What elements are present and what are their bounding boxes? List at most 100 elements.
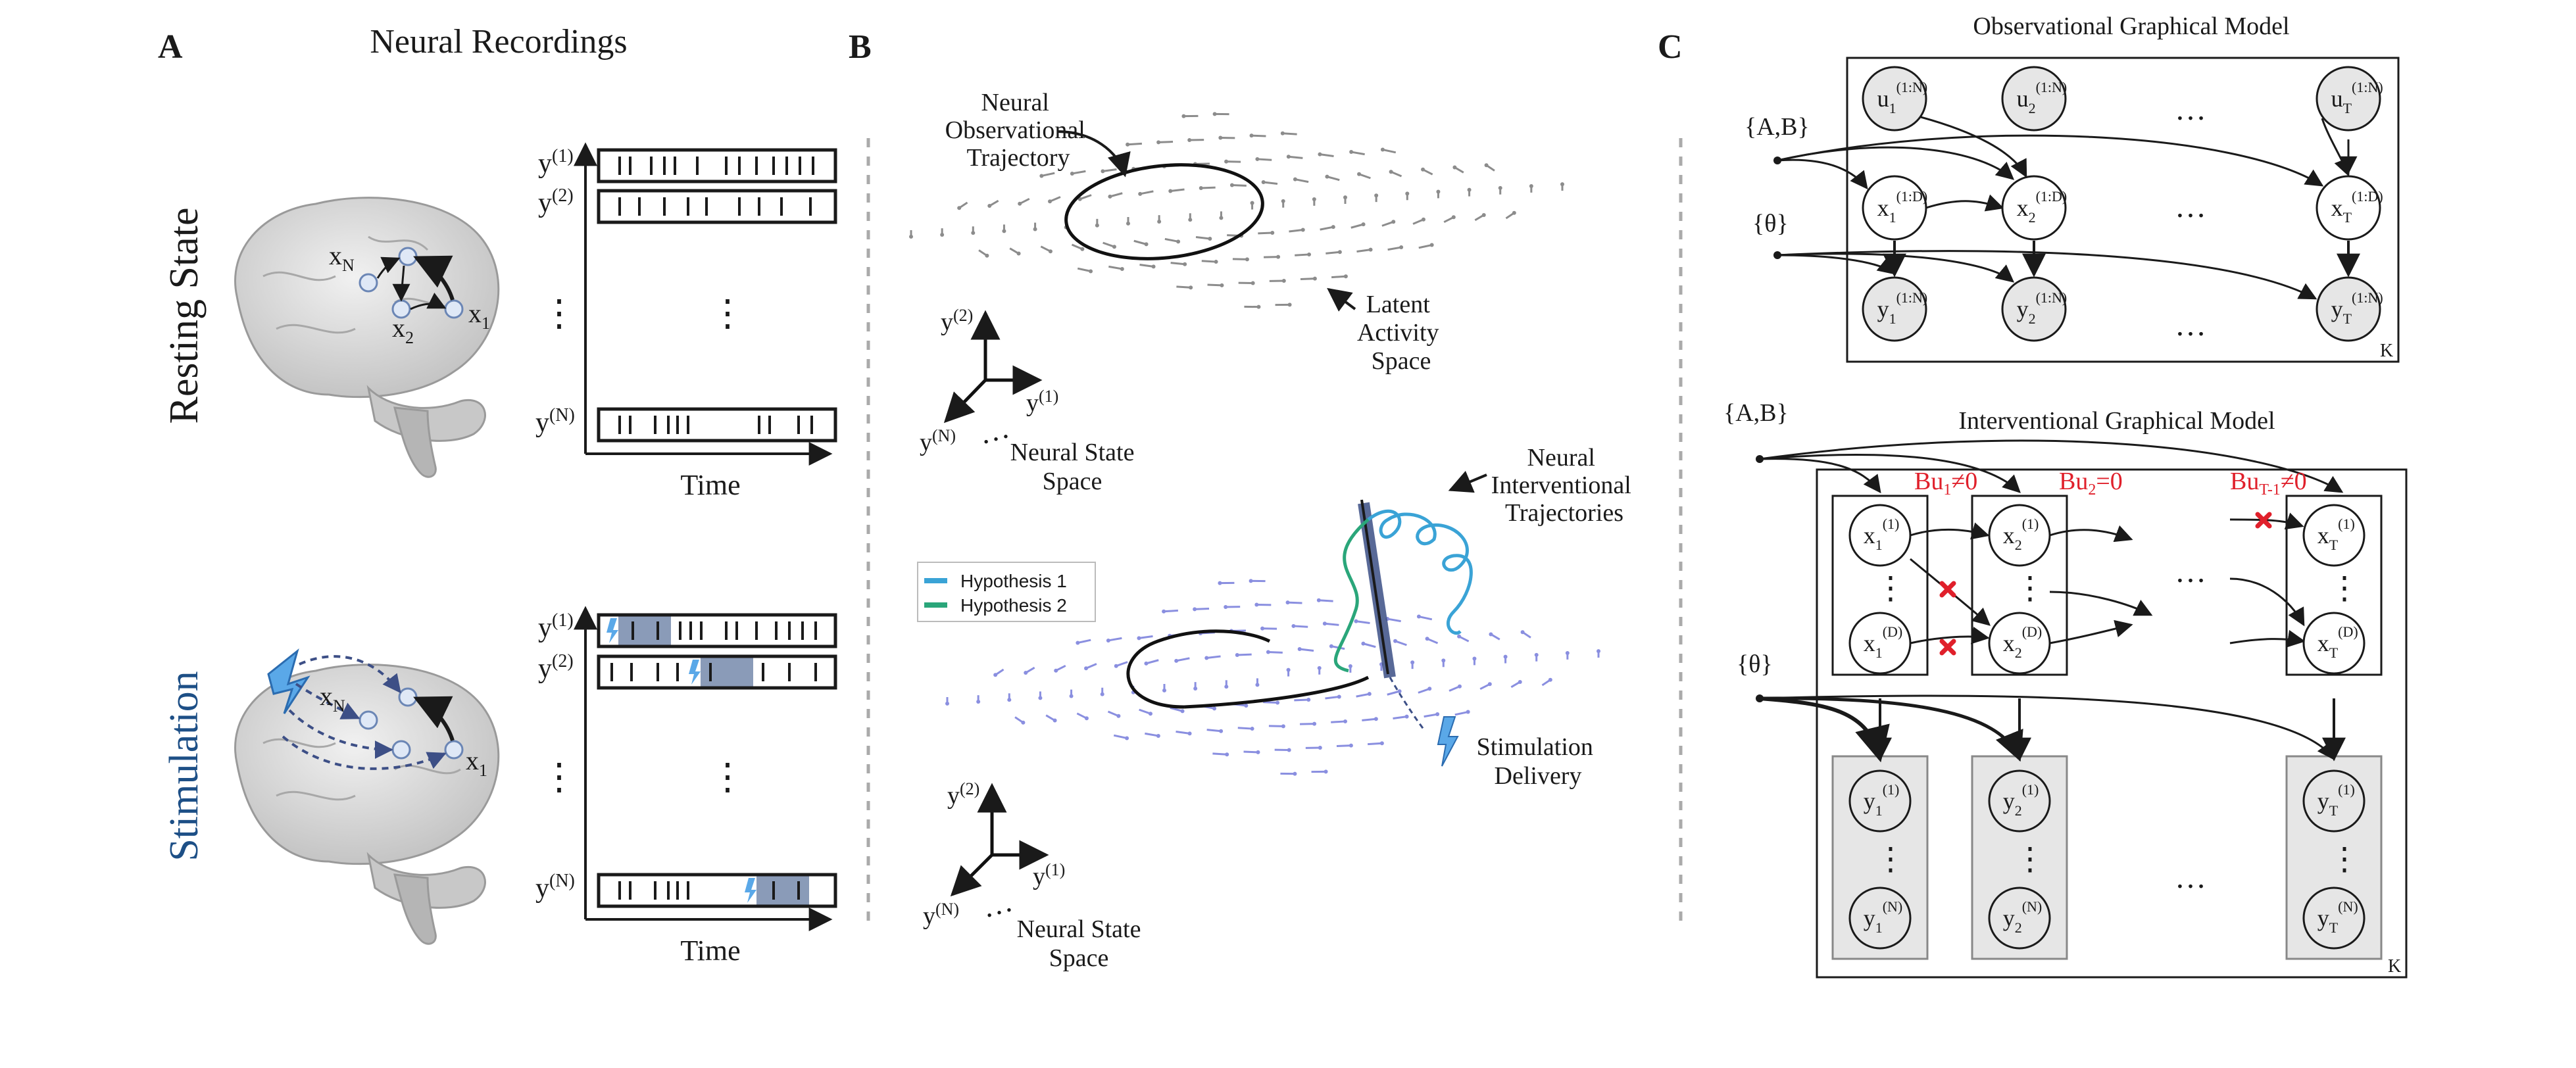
graph-node-label: yT(N)	[2317, 898, 2358, 936]
field-arrow-head	[1249, 134, 1254, 138]
field-arrow	[1251, 134, 1266, 137]
stim-window	[618, 615, 671, 646]
field-arrow-head	[1548, 677, 1552, 682]
field-arrow-head	[1162, 688, 1166, 692]
field-arrow-head	[1481, 212, 1486, 217]
node-label-xn-stim: x	[320, 681, 333, 711]
field-arrow	[1139, 708, 1151, 715]
field-arrow-head	[1312, 721, 1317, 726]
field-arrow-head	[1021, 720, 1026, 725]
field-arrow-head	[1080, 247, 1085, 251]
node-sub-x1: 1	[482, 314, 490, 333]
field-arrow-head	[1307, 252, 1312, 256]
channel-label-n-stim: y(N)	[535, 871, 575, 904]
field-arrow	[1293, 625, 1308, 628]
graph-edge	[2229, 629, 2306, 648]
field-arrow	[1201, 260, 1216, 263]
graph-node-label: x2(1:D)	[2017, 188, 2068, 226]
svg-text:y(N): y(N)	[923, 900, 959, 930]
field-arrow-head	[1225, 752, 1229, 757]
field-arrow-head	[1472, 656, 1477, 661]
field-arrow-head	[1457, 634, 1462, 639]
field-arrow	[1195, 236, 1210, 240]
field-arrow	[1350, 223, 1364, 229]
field-arrow-head	[1101, 169, 1105, 174]
field-arrow-head	[1048, 199, 1053, 204]
field-arrow-head	[1318, 152, 1322, 157]
field-arrow	[1146, 659, 1159, 665]
graph-node	[2302, 886, 2365, 950]
graph-node	[1988, 886, 2051, 950]
field-arrow	[1395, 640, 1407, 646]
graph-node-label: uT(1:N)	[2331, 79, 2383, 116]
field-arrow-head	[1380, 147, 1385, 152]
panel-a: A Neural Recordings Resting State Stimul…	[158, 23, 837, 967]
graph-node-label: x2(1)	[2003, 516, 2039, 553]
stimulation-delivery-label: Stimulation Delivery	[1477, 733, 1600, 790]
field-arrow-head	[1174, 658, 1179, 663]
field-arrow	[1320, 153, 1334, 157]
field-arrow-head	[1293, 177, 1297, 182]
field-arrow	[1110, 192, 1123, 198]
node-sub-x2: 2	[405, 328, 414, 347]
field-arrow-head	[1306, 697, 1311, 702]
field-arrow-head	[987, 204, 992, 208]
field-arrow-head	[1393, 639, 1398, 643]
field-arrow-head	[1487, 682, 1492, 687]
observational-plate	[1846, 57, 2400, 363]
field-arrow-head	[1317, 666, 1322, 670]
param-theta-int: {θ}	[1737, 650, 1773, 678]
observed-trajectory-lower	[1126, 629, 1271, 709]
field-arrow	[1424, 713, 1438, 718]
field-arrow	[1381, 220, 1394, 227]
field-arrow-head	[1016, 251, 1021, 256]
field-arrow-head	[1427, 687, 1432, 691]
field-arrow-head	[1261, 180, 1266, 184]
field-arrow-head	[1249, 579, 1253, 583]
field-arrow-head	[1503, 654, 1508, 659]
field-arrow-head	[1466, 710, 1470, 714]
field-arrow-head	[1348, 664, 1352, 668]
field-arrow-head	[1229, 183, 1234, 187]
field-arrow-head	[1106, 638, 1110, 643]
node-label-x1-stim: x	[466, 746, 479, 775]
field-arrow-head	[1255, 157, 1260, 161]
graph-node-label: y1(1)	[1864, 781, 1900, 819]
graph-node	[2302, 769, 2365, 833]
row-label-resting: Resting State	[162, 208, 207, 424]
node-label-x2: x	[392, 313, 405, 343]
field-arrow-head	[1256, 750, 1260, 754]
field-arrow	[1176, 657, 1190, 662]
field-arrow	[1145, 732, 1159, 737]
stim-window	[756, 875, 809, 906]
field-arrow-head	[1436, 189, 1441, 194]
field-arrow-head	[1224, 159, 1229, 164]
field-arrow-head	[976, 700, 981, 704]
field-arrow	[1331, 720, 1346, 723]
svg-text:…: …	[975, 410, 1013, 450]
field-arrow-head	[1138, 191, 1143, 196]
field-arrow-head	[1168, 189, 1173, 193]
latent-space-label: Latent Activity Space	[1357, 291, 1445, 375]
graph-edge	[2229, 577, 2305, 627]
panel-a-title: Neural Recordings	[370, 23, 627, 61]
graph-edge	[1910, 522, 1990, 540]
field-arrow	[1079, 194, 1092, 201]
field-arrow	[1041, 172, 1055, 177]
field-arrow-head	[1322, 621, 1327, 626]
lightning-icon	[745, 878, 756, 903]
field-arrow	[1108, 637, 1122, 642]
field-arrow-head	[1329, 644, 1333, 648]
field-arrow	[1387, 690, 1400, 696]
field-arrow-head	[1148, 712, 1152, 716]
field-arrow-head	[1054, 668, 1058, 673]
graph-node-label: u2(1:N)	[2017, 79, 2068, 116]
field-arrow-head	[1244, 704, 1249, 708]
field-arrow-head	[1144, 661, 1149, 666]
field-arrow	[1356, 620, 1370, 624]
field-arrow	[1368, 742, 1382, 746]
field-arrow-head	[1354, 619, 1358, 623]
graph-node	[1848, 612, 1912, 675]
